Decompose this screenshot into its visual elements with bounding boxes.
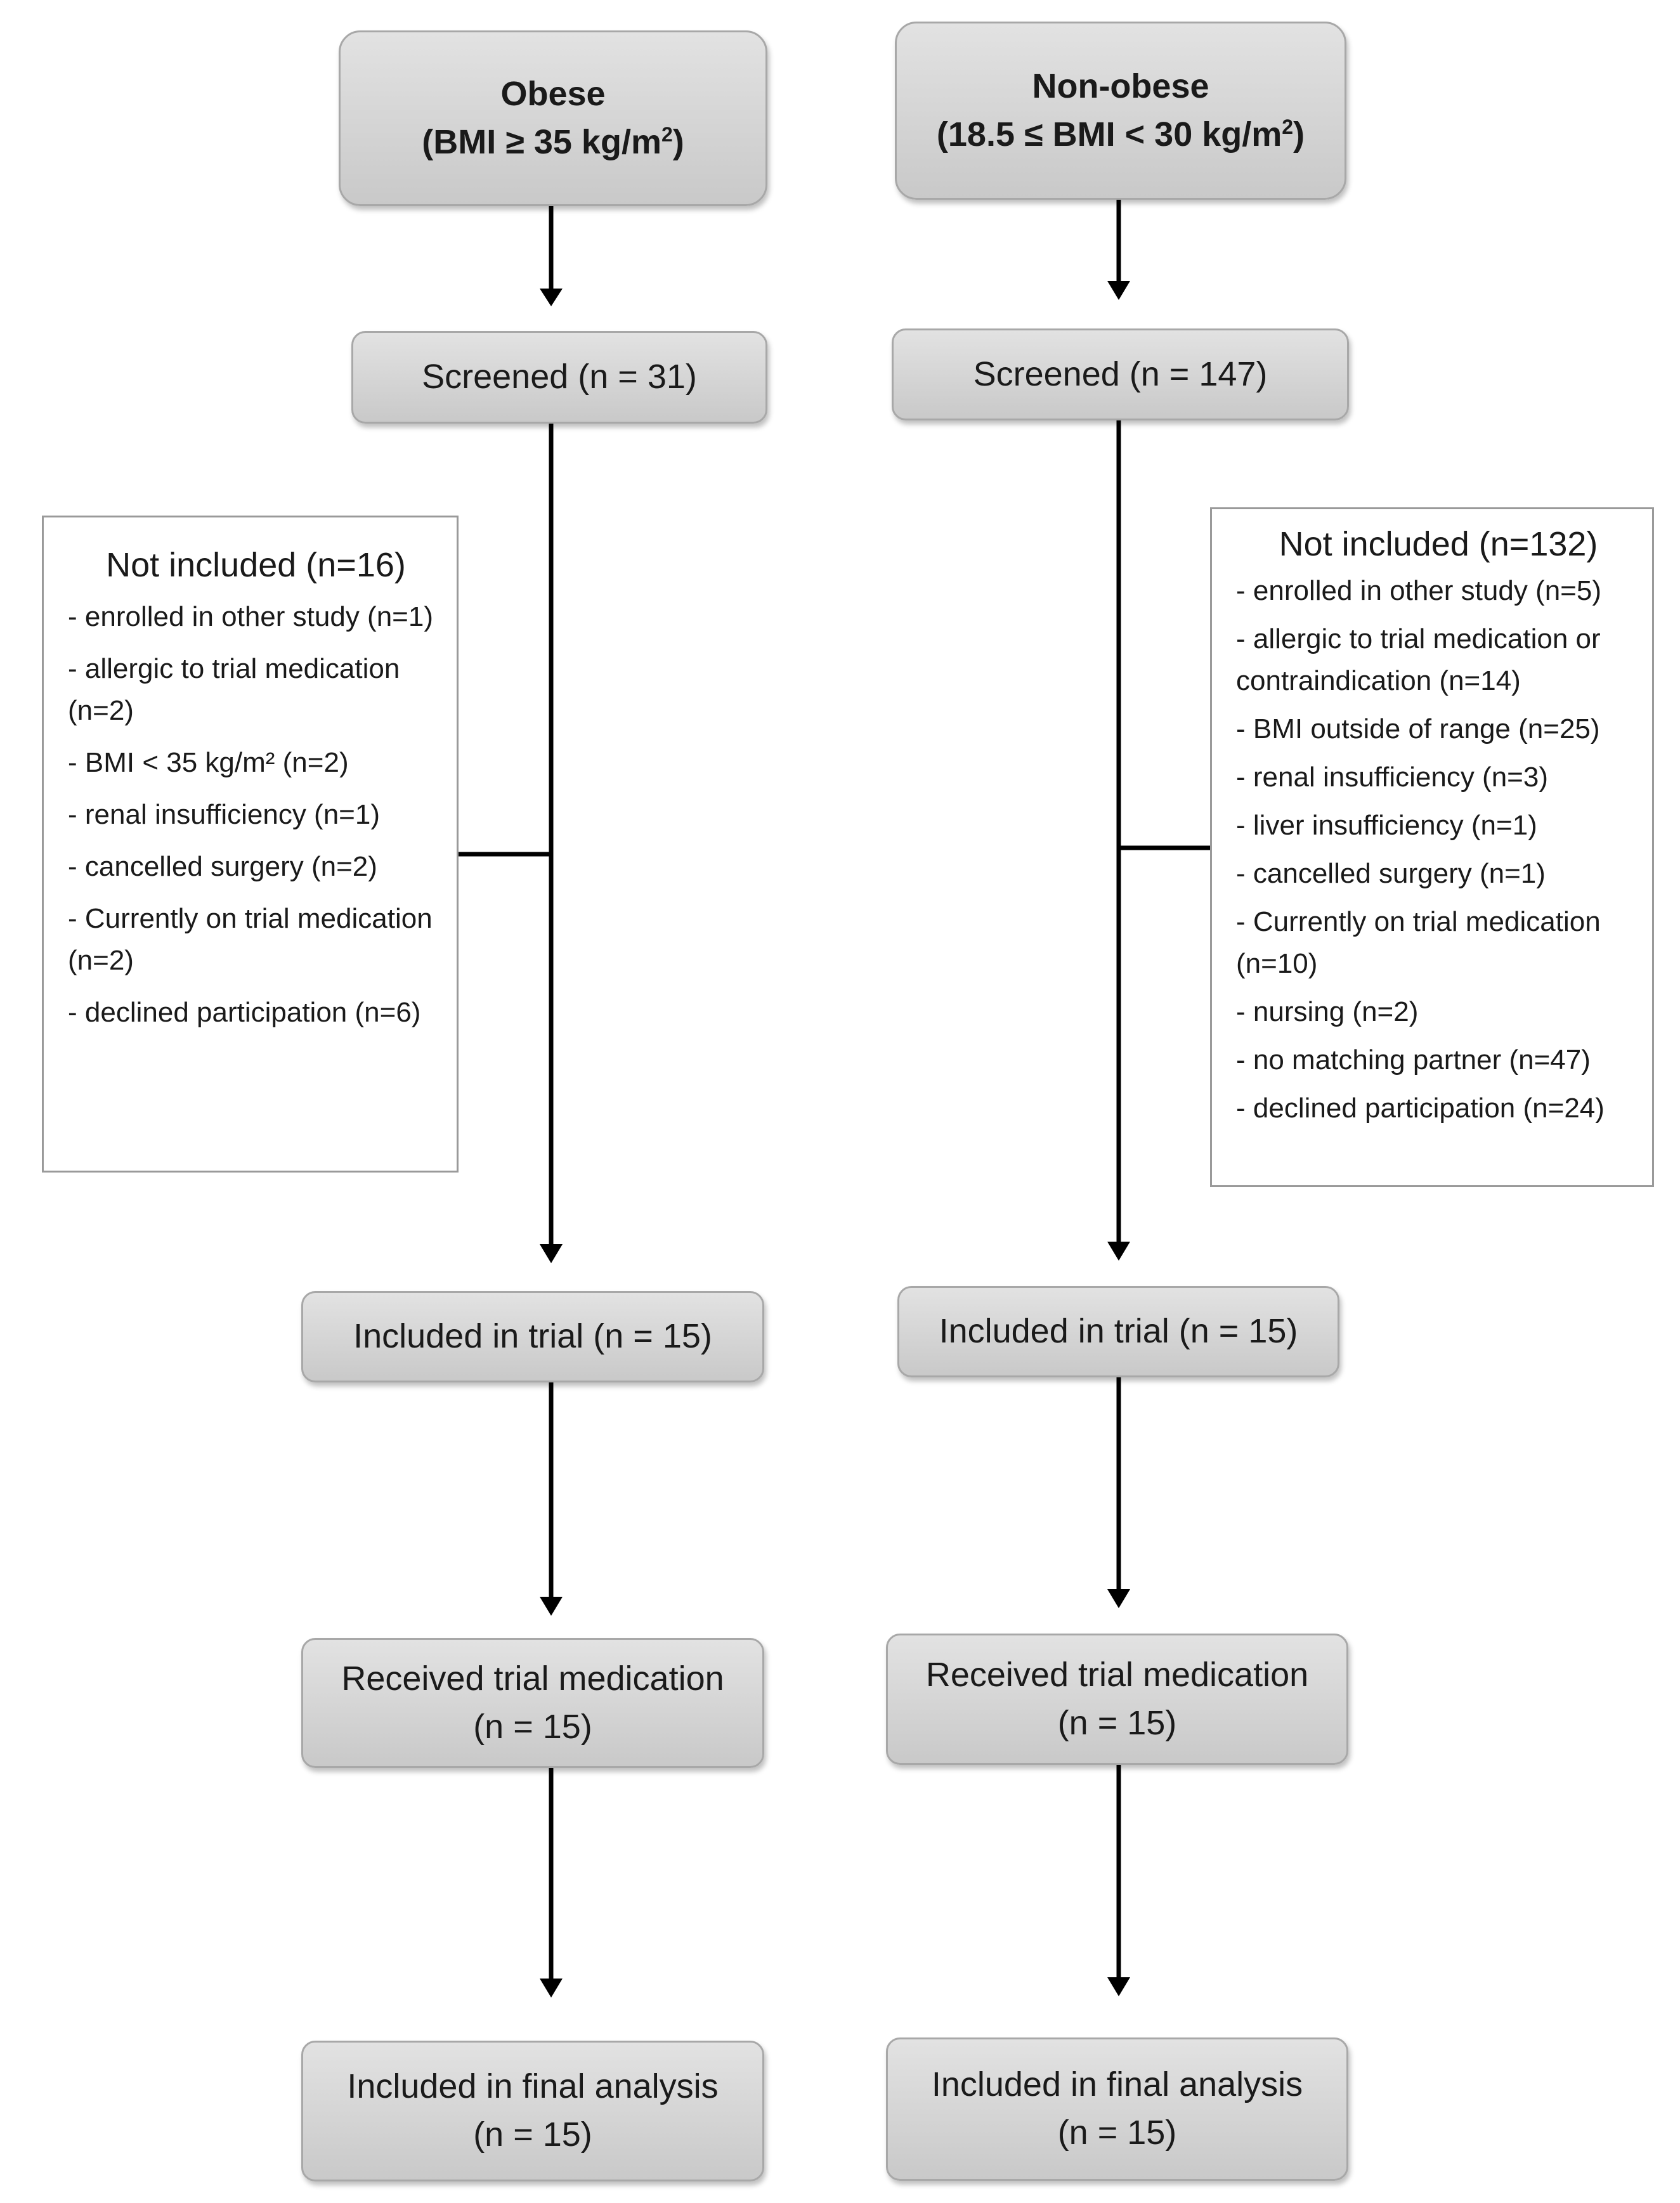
obese-exclusion-item: Currently on trial medication (n=2) [68, 898, 444, 982]
obese-screened-label: Screened (n = 31) [422, 358, 697, 396]
nonobese-exclusion-item: no matching partner (n=47) [1236, 1039, 1641, 1081]
arrow-right-group-head [1107, 281, 1130, 300]
obese-received-label: Received trial medication [341, 1659, 724, 1698]
nonobese-final-count: (n = 15) [1057, 2114, 1177, 2152]
nonobese-screened-label: Screened (n = 147) [973, 354, 1268, 393]
arrow-left-group-head [540, 289, 563, 306]
obese-bmi-criterion: (BMI ≥ 35 kg/m2) [422, 122, 684, 161]
nonobese-exclusion-item: enrolled in other study (n=5) [1236, 570, 1641, 612]
obese-included-box: Included in trial (n = 15) [301, 1291, 764, 1382]
nonobese-exclusion-item: Currently on trial medication (n=10) [1236, 901, 1641, 985]
arrow-left-received-head [540, 1979, 563, 1998]
obese-exclusion-item: renal insufficiency (n=1) [68, 794, 444, 836]
nonobese-exclusion-item: allergic to trial medication or contrain… [1236, 618, 1641, 702]
nonobese-included-box: Included in trial (n = 15) [897, 1286, 1339, 1377]
obese-not-included-title: Not included (n=16) [106, 546, 406, 584]
nonobese-not-included-title: Not included (n=132) [1279, 525, 1598, 563]
nonobese-group-box: Non-obese (18.5 ≤ BMI < 30 kg/m2) [895, 22, 1346, 200]
obese-exclusion-item: BMI < 35 kg/m² (n=2) [68, 742, 444, 784]
nonobese-final-label: Included in final analysis [931, 2065, 1303, 2104]
obese-final-count: (n = 15) [473, 2115, 592, 2154]
arrow-right-included-head [1107, 1589, 1130, 1608]
obese-group-box: Obese (BMI ≥ 35 kg/m2) [339, 30, 767, 206]
nonobese-exclusion-item: declined participation (n=24) [1236, 1088, 1641, 1129]
obese-group-label: Obese [500, 74, 606, 113]
obese-not-included-box: Not included (n=16) enrolled in other st… [42, 516, 459, 1173]
obese-exclusion-item: allergic to trial medication (n=2) [68, 648, 444, 732]
nonobese-exclusion-list: enrolled in other study (n=5) allergic t… [1236, 570, 1641, 1129]
nonobese-final-box: Included in final analysis (n = 15) [886, 2037, 1348, 2181]
nonobese-received-label: Received trial medication [925, 1655, 1309, 1694]
nonobese-screened-box: Screened (n = 147) [892, 328, 1349, 420]
obese-exclusion-item: cancelled surgery (n=2) [68, 846, 444, 888]
nonobese-exclusion-item: renal insufficiency (n=3) [1236, 757, 1641, 798]
nonobese-received-count: (n = 15) [1057, 1703, 1177, 1742]
obese-received-box: Received trial medication (n = 15) [301, 1638, 764, 1768]
nonobese-included-label: Included in trial (n = 15) [939, 1312, 1298, 1351]
arrow-right-screened-head [1107, 1242, 1130, 1261]
obese-exclusion-list: enrolled in other study (n=1) allergic t… [68, 596, 444, 1034]
arrow-left-included-head [540, 1597, 563, 1616]
nonobese-exclusion-item: nursing (n=2) [1236, 991, 1641, 1033]
nonobese-exclusion-item: liver insufficiency (n=1) [1236, 805, 1641, 847]
obese-final-label: Included in final analysis [347, 2067, 719, 2106]
obese-exclusion-item: enrolled in other study (n=1) [68, 596, 444, 638]
nonobese-received-box: Received trial medication (n = 15) [886, 1634, 1348, 1765]
arrow-right-received-head [1107, 1977, 1130, 1996]
nonobese-bmi-criterion: (18.5 ≤ BMI < 30 kg/m2) [936, 115, 1305, 153]
obese-included-label: Included in trial (n = 15) [353, 1317, 712, 1356]
obese-exclusion-item: declined participation (n=6) [68, 992, 444, 1034]
nonobese-exclusion-item: cancelled surgery (n=1) [1236, 853, 1641, 895]
obese-final-box: Included in final analysis (n = 15) [301, 2041, 764, 2181]
obese-received-count: (n = 15) [473, 1707, 592, 1746]
nonobese-exclusion-item: BMI outside of range (n=25) [1236, 708, 1641, 750]
nonobese-group-label: Non-obese [1032, 67, 1209, 105]
arrow-left-screened-head [540, 1244, 563, 1263]
nonobese-not-included-box: Not included (n=132) enrolled in other s… [1210, 507, 1654, 1187]
obese-screened-box: Screened (n = 31) [351, 331, 767, 424]
